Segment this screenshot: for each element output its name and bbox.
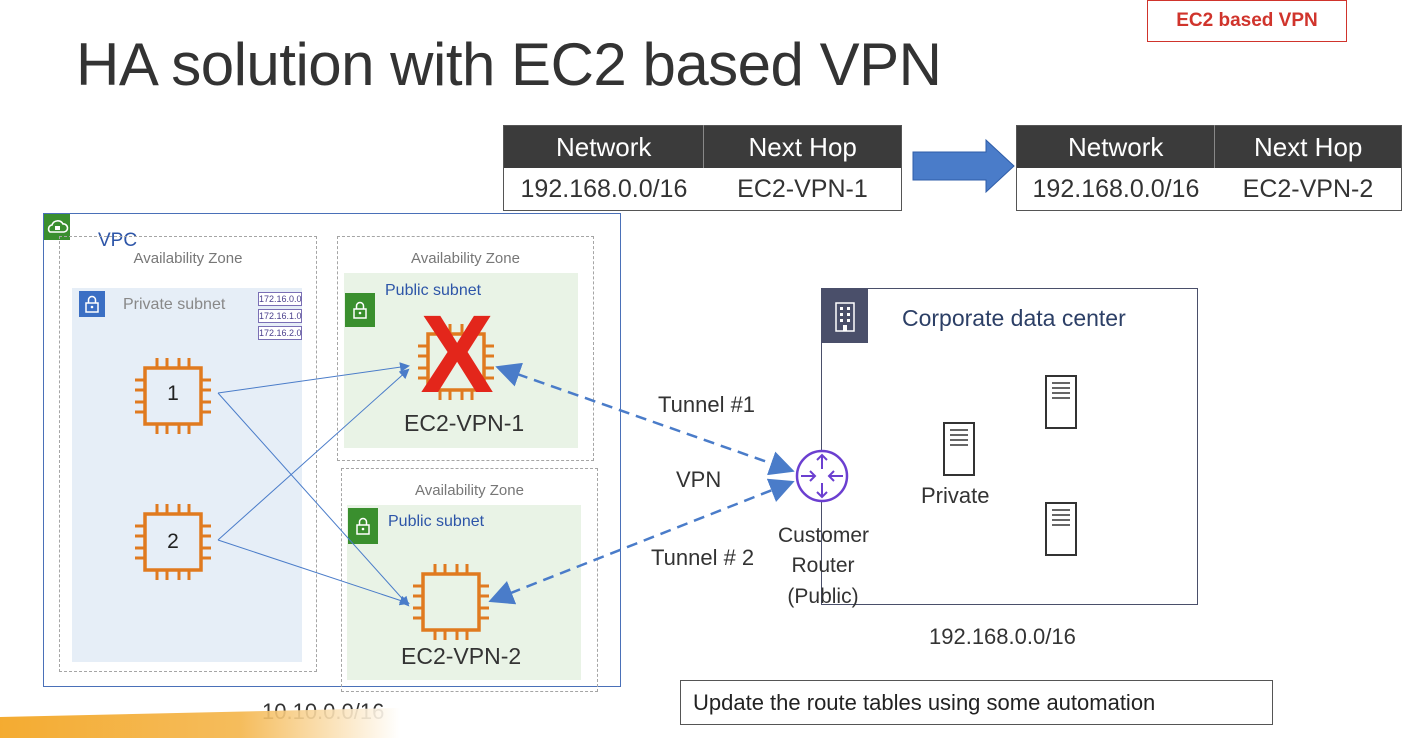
public-subnet-1-label: Public subnet bbox=[385, 282, 482, 299]
ec2-vpn-1-icon bbox=[418, 324, 494, 400]
availability-zone-1 bbox=[59, 236, 317, 672]
rt-before-nexthop: EC2-VPN-1 bbox=[737, 174, 868, 203]
route-entry-3: 172.16.2.0 bbox=[258, 326, 302, 340]
server-icon bbox=[1045, 502, 1077, 556]
ec2-instance-1-icon bbox=[135, 358, 211, 434]
datacenter-cidr: 192.168.0.0/16 bbox=[929, 624, 1076, 649]
az-2-label: Availability Zone bbox=[411, 250, 520, 267]
vpn-label: VPN bbox=[676, 467, 722, 492]
tunnel-1-label: Tunnel #1 bbox=[658, 392, 756, 417]
route-table-before: Network Next Hop 192.168.0.0/16 EC2-VPN-… bbox=[503, 125, 902, 211]
router-icon bbox=[795, 449, 849, 503]
private-subnet-lock-icon bbox=[79, 291, 105, 317]
tunnel-2-label: Tunnel # 2 bbox=[651, 545, 755, 570]
rt-after-network: 192.168.0.0/16 bbox=[1032, 174, 1200, 203]
server-icon bbox=[943, 422, 975, 476]
ec2-instance-2-icon bbox=[135, 504, 211, 580]
link-2-to-vpn1 bbox=[217, 368, 410, 541]
corporate-datacenter bbox=[821, 288, 1198, 605]
route-table-after: Network Next Hop 192.168.0.0/16 EC2-VPN-… bbox=[1016, 125, 1402, 211]
rt-after-header-nexthop: Next Hop bbox=[1214, 125, 1402, 168]
ec2-vpn-2-icon bbox=[413, 564, 489, 640]
failed-x-marker: X bbox=[420, 293, 494, 416]
slide-title: HA solution with EC2 based VPN bbox=[76, 31, 942, 98]
router-label-line3: (Public) bbox=[787, 585, 859, 608]
public-subnet-2-label: Public subnet bbox=[388, 513, 485, 530]
az-1-label: Availability Zone bbox=[133, 250, 243, 267]
private-subnet bbox=[72, 288, 302, 662]
tunnel-1-line bbox=[495, 362, 795, 476]
route-entry-1: 172.16.0.0 bbox=[258, 292, 302, 306]
link-1-to-vpn1 bbox=[217, 362, 410, 394]
vpc-label: VPC bbox=[98, 230, 138, 251]
ec2-instance-1-label: 1 bbox=[167, 382, 179, 405]
link-2-to-vpn2 bbox=[217, 539, 410, 606]
rt-after-nexthop: EC2-VPN-2 bbox=[1242, 174, 1374, 203]
public-subnet-2-lock-icon bbox=[348, 508, 378, 544]
rt-before-header-nexthop: Next Hop bbox=[703, 125, 902, 168]
router-label-line2: Router bbox=[791, 554, 855, 577]
ec2-vpn-2-label: EC2-VPN-2 bbox=[401, 643, 522, 669]
availability-zone-2 bbox=[337, 236, 594, 461]
route-entry-2: 172.16.1.0 bbox=[258, 309, 302, 323]
private-label: Private bbox=[921, 483, 990, 508]
rt-after-header-network: Network bbox=[1016, 125, 1215, 168]
server-icon bbox=[1045, 375, 1077, 429]
automation-note: Update the route tables using some autom… bbox=[680, 680, 1273, 725]
topic-badge: EC2 based VPN bbox=[1147, 0, 1347, 42]
link-1-to-vpn2 bbox=[217, 392, 410, 607]
datacenter-title: Corporate data center bbox=[902, 305, 1126, 331]
tunnel-2-line bbox=[488, 478, 795, 605]
rt-before-header-network: Network bbox=[503, 125, 704, 168]
rt-before-network: 192.168.0.0/16 bbox=[520, 174, 688, 203]
router-label-line1: Customer bbox=[778, 524, 870, 547]
public-subnet-1-lock-icon bbox=[345, 293, 375, 327]
vpc-cloud-icon bbox=[44, 214, 70, 240]
private-subnet-label: Private subnet bbox=[123, 296, 226, 313]
transition-arrow bbox=[912, 138, 1015, 194]
building-icon bbox=[822, 289, 868, 343]
ec2-instance-2-label: 2 bbox=[167, 530, 179, 553]
